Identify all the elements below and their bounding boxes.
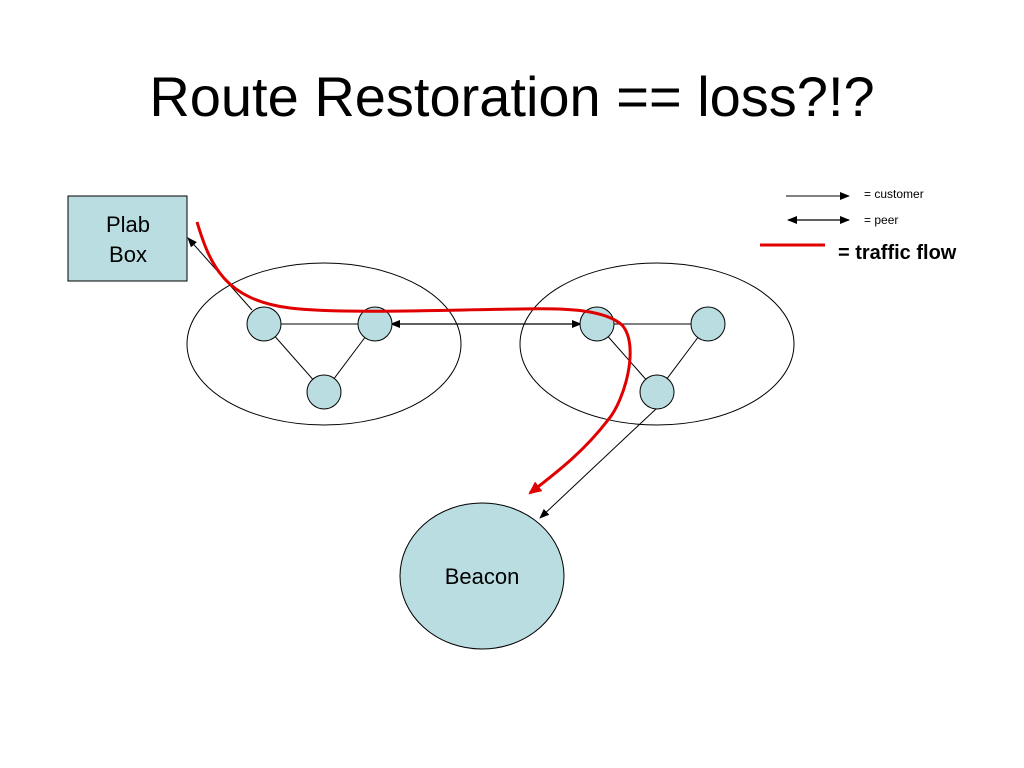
node-right-2 (690, 306, 726, 342)
node-right-3 (639, 374, 675, 410)
legend-customer-label: = customer (864, 187, 924, 201)
beacon-label: Beacon (445, 564, 520, 589)
as-right-ellipse (519, 262, 795, 426)
legend-peer-label: = peer (864, 213, 898, 227)
plab-box: Plab Box (67, 195, 188, 282)
node-left-2 (357, 306, 393, 342)
traffic-flow-path (195, 221, 632, 495)
as-left-ellipse (186, 262, 462, 426)
slide-title: Route Restoration == loss?!? (149, 65, 875, 128)
legend: = customer = peer = traffic flow (760, 187, 957, 264)
beacon: Beacon (399, 502, 565, 650)
legend-traffic-label: = traffic flow (838, 242, 957, 264)
plab-box-label-line2: Box (109, 242, 147, 267)
node-left-3 (306, 374, 342, 410)
node-left-1 (246, 306, 282, 342)
customer-link-beacon (539, 407, 658, 519)
plab-box-label-line1: Plab (106, 212, 150, 237)
